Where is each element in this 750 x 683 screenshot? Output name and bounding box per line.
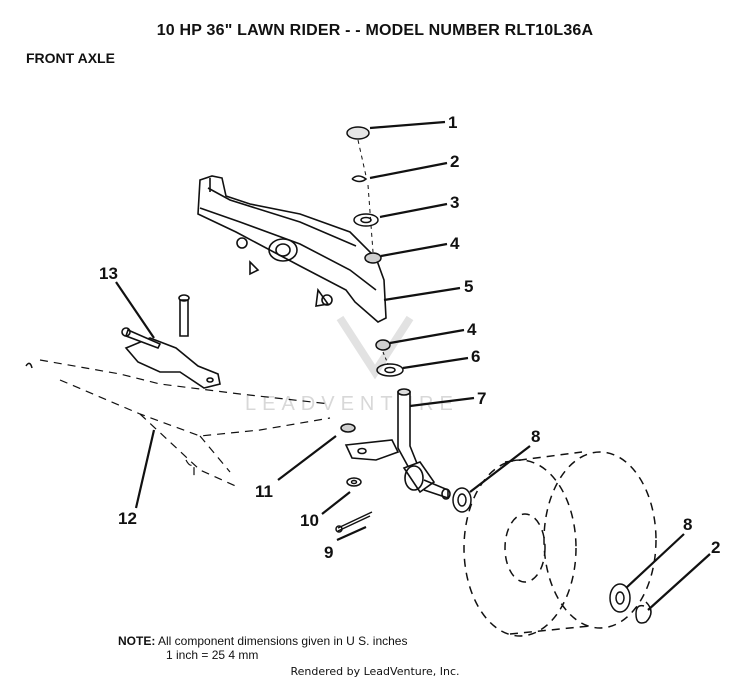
callout-5: 5 (464, 277, 473, 296)
callout-4: 4 (450, 234, 460, 253)
callout-3: 3 (450, 193, 459, 212)
callout-1: 1 (448, 113, 457, 132)
page-title: 10 HP 36" LAWN RIDER - - MODEL NUMBER RL… (156, 22, 594, 39)
callout-7: 7 (477, 389, 486, 408)
note-label: NOTE: (118, 634, 156, 648)
callout-11: 11 (255, 482, 273, 501)
dimension-note: NOTE: All component dimensions given in … (118, 634, 407, 662)
section-subtitle: FRONT AXLE (26, 50, 115, 66)
leader-lines (115, 120, 711, 611)
callout-8-right: 8 (683, 515, 692, 534)
callout-6: 6 (471, 347, 480, 366)
note-line-1: All component dimensions given in U S. i… (158, 634, 408, 648)
callout-13: 13 (99, 264, 118, 283)
tire (463, 451, 657, 637)
callout-12: 12 (118, 509, 137, 528)
credit-text: Rendered by LeadVenture, Inc. (290, 665, 460, 678)
right-hardware (609, 583, 652, 624)
callout-2: 2 (450, 152, 459, 171)
callout-numbers: 1 2 3 4 5 4 6 7 8 8 2 9 10 11 12 13 (99, 113, 720, 562)
note-line-2: 1 inch = 25 4 mm (166, 648, 259, 662)
hardware-stack (346, 126, 404, 377)
frame-edge-mark (25, 362, 33, 369)
callout-4-lower: 4 (467, 320, 477, 339)
callout-9: 9 (324, 543, 333, 562)
spindle (344, 388, 451, 500)
axle-beam (197, 175, 387, 323)
small-parts (335, 423, 472, 533)
callout-8-left: 8 (531, 427, 540, 446)
mount-bracket (121, 294, 221, 389)
watermark-logo: LEADVENTURE (245, 315, 453, 415)
callout-10: 10 (300, 511, 319, 530)
frame-outline (39, 359, 331, 489)
callout-2-right: 2 (711, 538, 720, 557)
